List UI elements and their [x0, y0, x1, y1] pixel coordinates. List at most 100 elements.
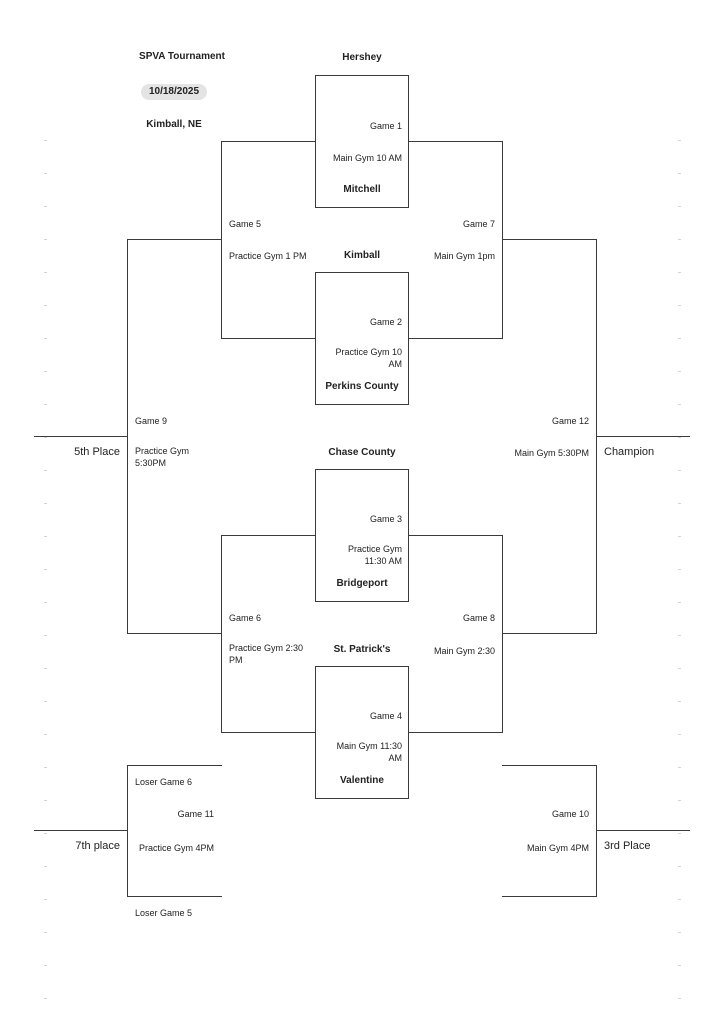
tournament-title: SPVA Tournament: [139, 51, 225, 62]
game3-site: Practice Gym 11:30 AM: [347, 544, 402, 566]
guide-dot: [678, 767, 681, 768]
connector: [502, 239, 597, 240]
guide-dot: [44, 668, 47, 669]
team-valentine: Valentine: [340, 775, 384, 786]
game1-box: [315, 75, 409, 208]
guide-dot: [678, 239, 681, 240]
guide-dot: [678, 635, 681, 636]
connector: [502, 141, 503, 339]
game7-label: Game 7: [462, 219, 495, 229]
connector: [221, 732, 316, 733]
game5-label: Game 5: [229, 219, 262, 229]
guide-dot: [44, 569, 47, 570]
game11-label: Game 11: [177, 809, 214, 819]
game4-site: Main Gym 11:30 AM: [336, 741, 402, 763]
guide-dot: [44, 899, 47, 900]
team-st-patricks: St. Patrick's: [333, 644, 391, 655]
loser-game6-label: Loser Game 6: [135, 777, 193, 787]
team-mitchell: Mitchell: [343, 184, 381, 195]
team-hershey: Hershey: [342, 52, 382, 63]
guide-dot: [44, 140, 47, 141]
game9-site: Practice Gym 5:30PM: [135, 446, 190, 468]
guide-dot: [678, 569, 681, 570]
guide-dot: [44, 701, 47, 702]
guide-dot: [44, 371, 47, 372]
connector: [502, 896, 597, 897]
guide-dot: [44, 767, 47, 768]
team-perkins-county: Perkins County: [325, 381, 399, 392]
guide-dot: [678, 932, 681, 933]
game3-label: Game 3: [369, 514, 402, 524]
guide-dot: [44, 635, 47, 636]
game1-site: Main Gym 10 AM: [332, 153, 402, 163]
guide-dot: [678, 602, 681, 603]
connector: [127, 633, 222, 634]
game10-site: Main Gym 4PM: [526, 843, 589, 853]
game11-site: Practice Gym 4PM: [138, 843, 214, 853]
game2-box: [315, 272, 409, 405]
third-place-label: 3rd Place: [604, 840, 651, 852]
guide-dot: [678, 734, 681, 735]
guide-dot: [44, 602, 47, 603]
game8-label: Game 8: [462, 613, 495, 623]
connector: [408, 732, 503, 733]
team-chase-county: Chase County: [328, 447, 396, 458]
champion-label: Champion: [604, 446, 655, 458]
guide-dot: [678, 272, 681, 273]
guide-dot: [44, 470, 47, 471]
connector: [596, 436, 690, 437]
guide-dot: [678, 965, 681, 966]
seventh-place-label: 7th place: [75, 840, 120, 852]
guide-dot: [44, 305, 47, 306]
guide-dot: [678, 800, 681, 801]
game12-site: Main Gym 5:30PM: [514, 448, 589, 458]
guide-dot: [44, 239, 47, 240]
connector: [221, 535, 316, 536]
connector: [127, 765, 128, 897]
guide-dot: [678, 668, 681, 669]
guide-dot: [678, 998, 681, 999]
guide-dot: [44, 437, 47, 438]
game1-label: Game 1: [369, 121, 402, 131]
guide-dot: [44, 998, 47, 999]
connector: [596, 765, 597, 897]
guide-dot: [44, 932, 47, 933]
game6-label: Game 6: [229, 613, 262, 623]
guide-dot: [44, 833, 47, 834]
game2-label: Game 2: [369, 317, 402, 327]
game3-box: [315, 469, 409, 602]
loser-game5-label: Loser Game 5: [135, 908, 193, 918]
connector: [34, 830, 128, 831]
game10-label: Game 10: [551, 809, 589, 819]
team-kimball: Kimball: [343, 250, 381, 261]
guide-dot: [44, 272, 47, 273]
guide-dot: [678, 173, 681, 174]
guide-dot: [678, 404, 681, 405]
date-badge: 10/18/2025: [141, 84, 207, 100]
guide-dot: [44, 206, 47, 207]
guide-dot: [44, 800, 47, 801]
guide-dot: [44, 503, 47, 504]
guide-dot: [678, 899, 681, 900]
guide-dot: [44, 338, 47, 339]
connector: [408, 338, 503, 339]
connector: [408, 141, 503, 142]
connector: [502, 765, 597, 766]
guide-dot: [678, 701, 681, 702]
game5-site: Practice Gym 1 PM: [229, 251, 307, 261]
guide-dot: [44, 734, 47, 735]
connector: [127, 239, 222, 240]
guide-dot: [44, 866, 47, 867]
guide-dot: [678, 833, 681, 834]
connector: [502, 633, 597, 634]
guide-dot: [678, 338, 681, 339]
connector: [221, 535, 222, 733]
connector: [221, 141, 222, 339]
connector: [127, 896, 222, 897]
connector: [221, 338, 316, 339]
connector: [596, 830, 690, 831]
guide-dot: [44, 404, 47, 405]
guide-dot: [678, 503, 681, 504]
guide-dot: [678, 866, 681, 867]
game12-label: Game 12: [551, 416, 589, 426]
